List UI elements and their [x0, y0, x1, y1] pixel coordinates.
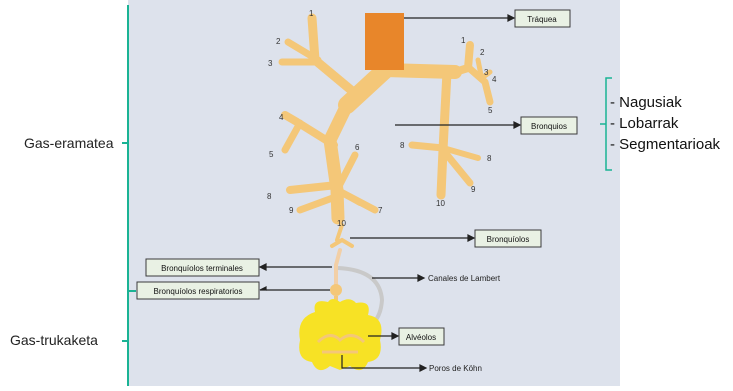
- segment-number: 5: [269, 150, 274, 159]
- segment-number: 3: [268, 59, 273, 68]
- bronchioles-label-box: Bronquíolos: [475, 230, 541, 247]
- respiratory-bronchiole-node: [330, 284, 342, 296]
- exchange-zone-label: Gas-trukaketa: [10, 332, 98, 348]
- bronchi-label: Bronquios: [531, 122, 567, 131]
- segment-number: 8: [400, 141, 405, 150]
- respiratory-bronchioles-label-box: Bronquíolos respiratorios: [137, 282, 259, 299]
- segment-number: 4: [279, 113, 284, 122]
- segment-number: 9: [289, 206, 294, 215]
- segment-number: 7: [378, 206, 383, 215]
- lambert-channels-label: Canales de Lambert: [428, 274, 501, 283]
- trachea-shape: [365, 13, 404, 70]
- bronchi-type-main: - Nagusiak: [610, 92, 720, 113]
- conduction-zone-label: Gas-eramatea: [24, 135, 113, 151]
- bronchi-types-list: - Nagusiak - Lobarrak - Segmentarioak: [610, 92, 720, 155]
- alveoli-label-box: Alvéolos: [399, 328, 444, 345]
- segment-number: 2: [276, 37, 281, 46]
- segment-number: 10: [436, 199, 445, 208]
- segment-number: 10: [337, 219, 346, 228]
- kohn-pores-label: Poros de Köhn: [429, 364, 482, 373]
- segment-number: 8: [267, 192, 272, 201]
- segment-number: 5: [488, 106, 493, 115]
- bronchi-type-lobar: - Lobarrak: [610, 113, 720, 134]
- bronchi-type-segmental: - Segmentarioak: [610, 134, 720, 155]
- bronchi-label-box: Bronquios: [521, 117, 577, 134]
- terminal-bronchioles-label: Bronquíolos terminales: [161, 264, 243, 273]
- segment-number: 1: [309, 9, 314, 18]
- alveoli-label: Alvéolos: [406, 333, 436, 342]
- segment-number: 9: [471, 185, 476, 194]
- segment-number: 3: [484, 68, 489, 77]
- segment-number: 1: [461, 36, 466, 45]
- bronchioles-label: Bronquíolos: [487, 235, 530, 244]
- segment-number: 6: [355, 143, 360, 152]
- terminal-bronchioles-label-box: Bronquíolos terminales: [146, 259, 259, 276]
- segment-number: 8: [487, 154, 492, 163]
- segment-number: 2: [480, 48, 485, 57]
- respiratory-bronchioles-label: Bronquíolos respiratorios: [154, 287, 243, 296]
- trachea-label-box: Tráquea: [515, 10, 570, 27]
- trachea-label: Tráquea: [527, 15, 557, 24]
- segment-number: 4: [492, 75, 497, 84]
